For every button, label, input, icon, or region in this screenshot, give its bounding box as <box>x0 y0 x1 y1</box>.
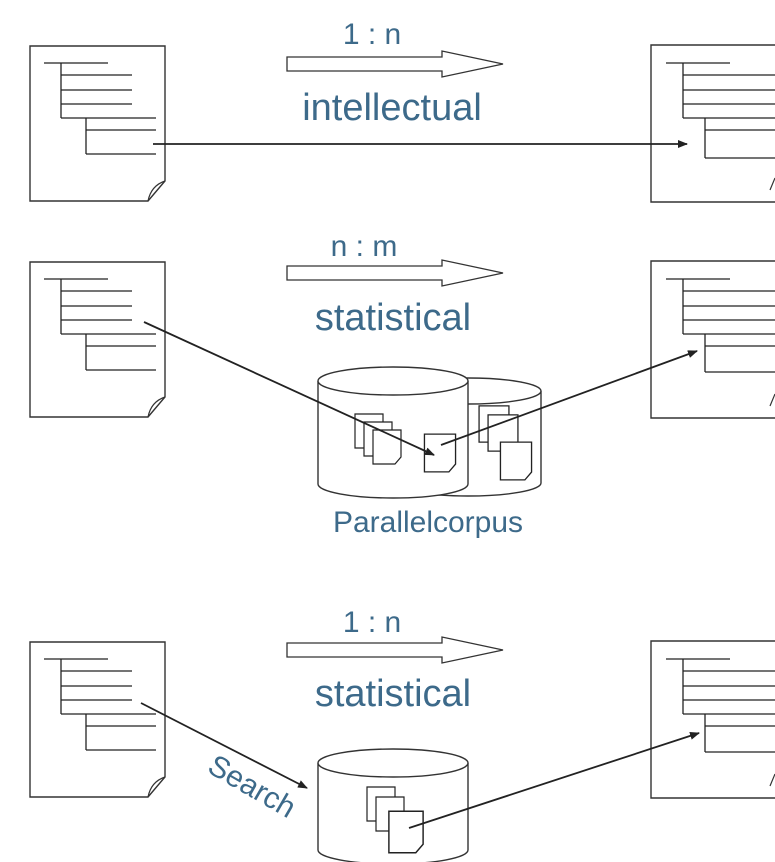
target-document-2 <box>650 260 775 419</box>
ratio-label-3: 1 : n <box>343 606 401 639</box>
mapping-arrow-3b <box>408 732 700 829</box>
method-label-2: statistical <box>315 297 471 339</box>
source-document-2 <box>29 261 166 418</box>
mapping-arrow-2a <box>143 321 435 456</box>
method-label-1: intellectual <box>302 87 482 129</box>
direction-arrow-2 <box>286 259 504 287</box>
ratio-label-2: n : m <box>331 230 398 263</box>
target-document-3 <box>650 640 775 799</box>
direction-arrow-3 <box>286 636 504 664</box>
target-document-1 <box>650 44 775 203</box>
search-database <box>317 748 469 862</box>
parallel-corpus-database <box>317 366 542 499</box>
source-document-3 <box>29 641 166 798</box>
direction-arrow-1 <box>286 50 504 78</box>
mapping-arrow-2b <box>440 350 698 446</box>
mapping-arrow-3a <box>140 702 308 789</box>
ratio-label-1: 1 : n <box>343 18 401 51</box>
row-3: 1 : n statistical Search <box>29 606 775 862</box>
source-document-1 <box>29 45 166 202</box>
method-label-3: statistical <box>315 673 471 715</box>
row-2: n : m statistical <box>29 230 775 539</box>
parallel-corpus-label: Parallelcorpus <box>333 506 523 539</box>
row-1: 1 : n intellectual <box>29 18 775 203</box>
